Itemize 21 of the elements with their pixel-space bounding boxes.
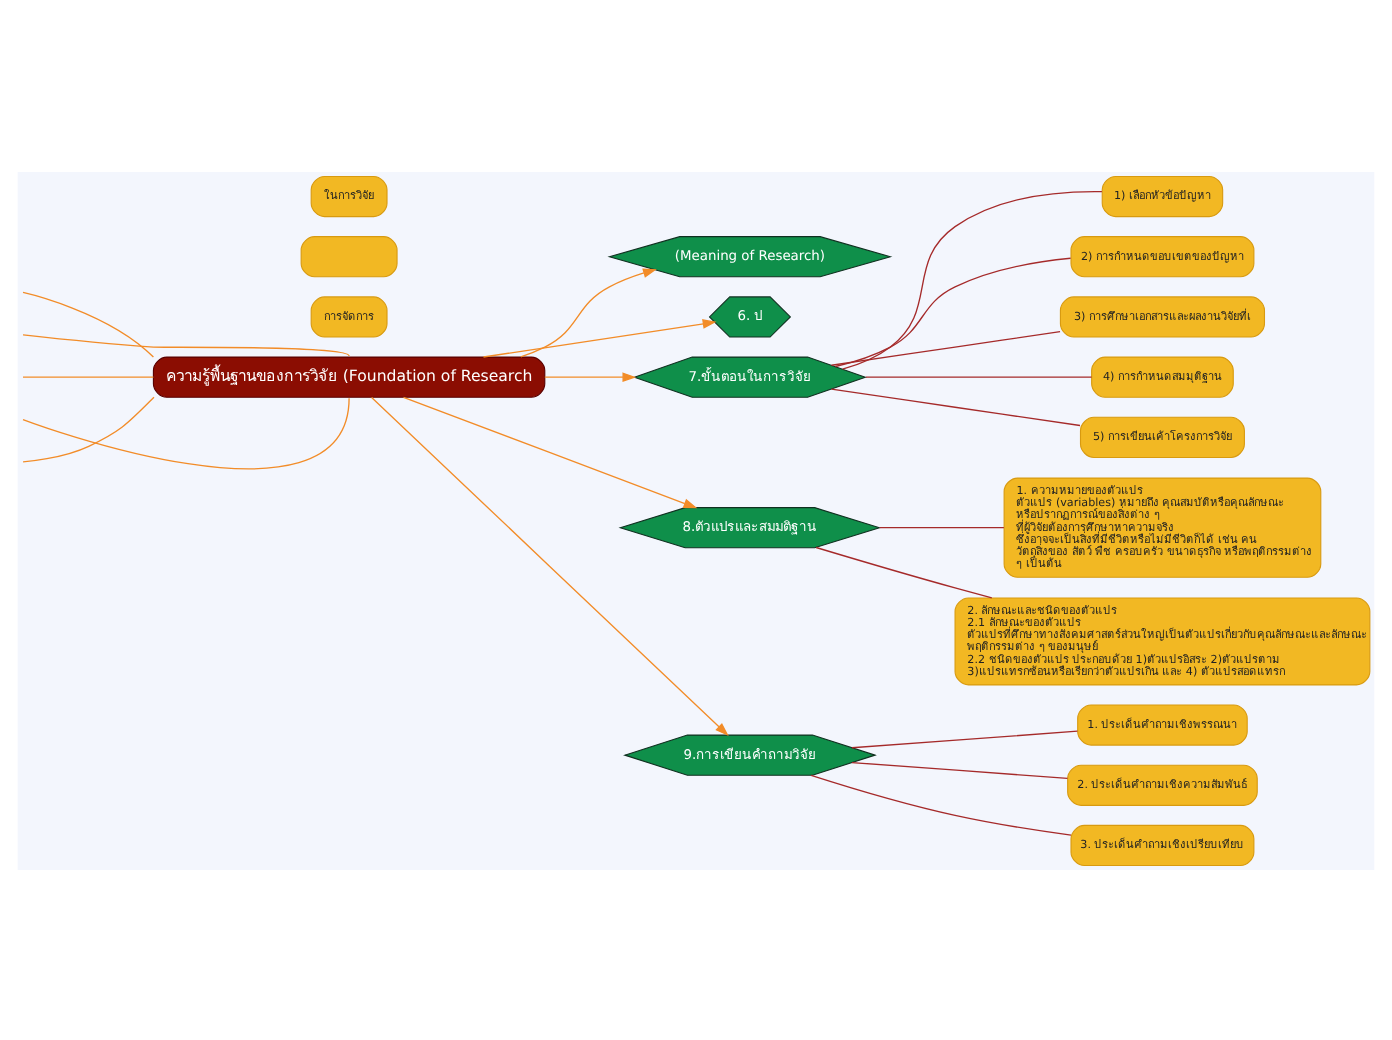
connector	[851, 760, 1069, 779]
arrow	[402, 395, 698, 508]
connector	[22, 375, 155, 377]
connector	[22, 290, 155, 357]
connector	[22, 395, 155, 462]
arrow	[544, 371, 637, 381]
arrow	[520, 267, 657, 357]
connector	[841, 189, 1103, 369]
arrow	[482, 318, 717, 357]
node-box	[300, 235, 398, 277]
connector	[22, 333, 350, 356]
connector	[865, 375, 1093, 377]
connector	[815, 545, 993, 598]
connector	[879, 526, 1005, 528]
connector	[830, 330, 1061, 365]
arrow	[370, 395, 729, 736]
connector	[22, 396, 350, 468]
connector	[810, 773, 1072, 835]
connector	[834, 256, 1072, 367]
connector	[830, 387, 1081, 426]
connector	[851, 729, 1079, 748]
